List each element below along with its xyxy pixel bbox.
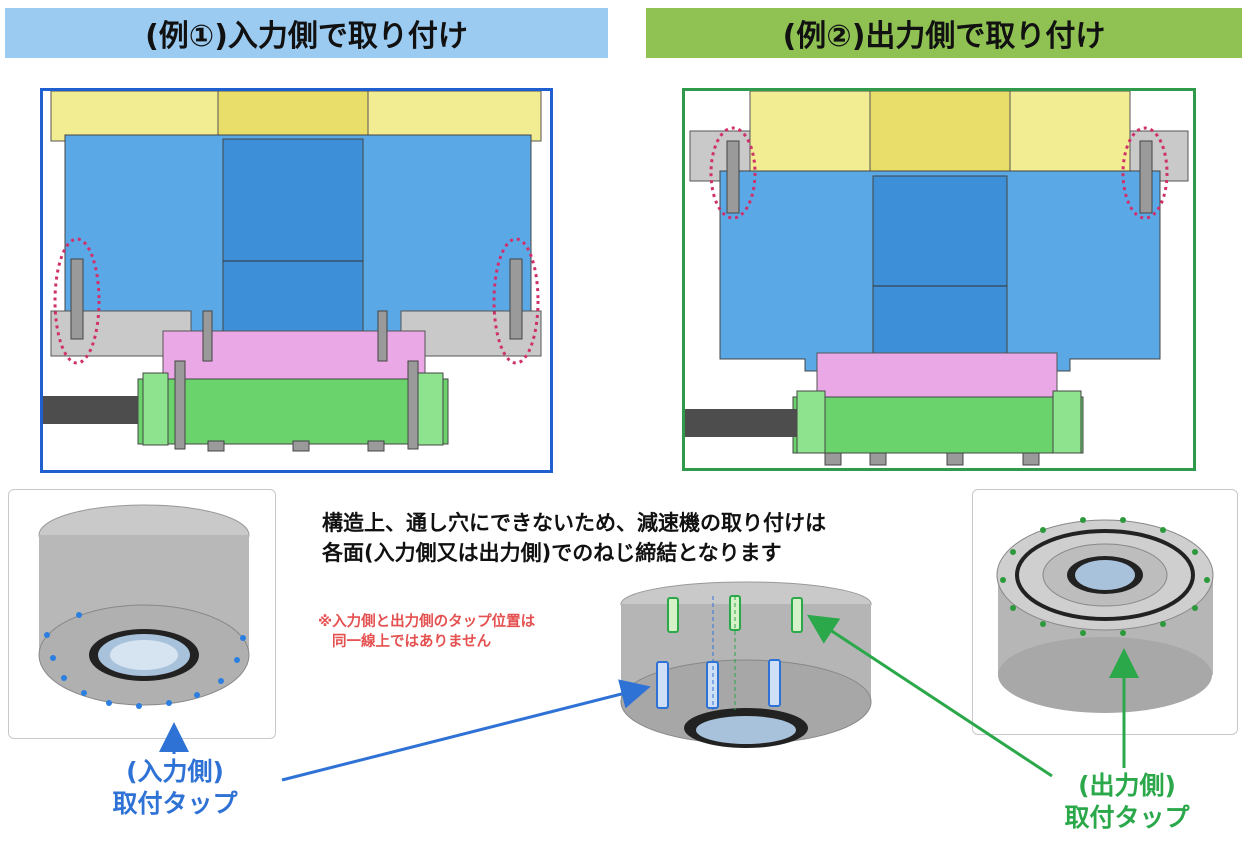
mounting-note-line1: 構造上、通し穴にできないため、減速機の取り付けは — [322, 511, 826, 535]
input-side-label-line1: (入力側) — [126, 757, 224, 786]
output-side-label-line1: (出力側) — [1078, 771, 1176, 800]
output-side-label-line2: 取付タップ — [1064, 803, 1190, 832]
mounting-note: 構造上、通し穴にできないため、減速機の取り付けは 各面(入力側又は出力側)でのね… — [322, 508, 826, 568]
output-side-cross-section — [682, 88, 1196, 471]
output-side-cross-section-drawing — [685, 91, 1189, 466]
input-side-cross-section — [40, 88, 553, 473]
input-side-label-line2: 取付タップ — [112, 789, 238, 818]
input-side-cross-section-drawing — [43, 91, 542, 452]
example1-title: (例①)入力側で取り付け — [145, 19, 468, 54]
example1-header: (例①)入力側で取り付け — [5, 8, 608, 58]
example2-title: (例②)出力側で取り付け — [782, 19, 1106, 54]
example2-header: (例②)出力側で取り付け — [646, 8, 1242, 58]
output-side-gearbox-photo — [972, 489, 1238, 735]
warning-line2: 同一線上ではありません — [332, 634, 492, 650]
tap-position-warning: ※入力側と出力側のタップ位置は 同一線上ではありません — [318, 612, 535, 652]
warning-line1: ※入力側と出力側のタップ位置は — [318, 614, 536, 630]
input-side-gearbox-photo — [8, 489, 276, 739]
input-side-gearbox-render — [38, 504, 250, 709]
center-gearbox-render — [620, 581, 872, 748]
input-side-tap-label: (入力側) 取付タップ — [100, 756, 250, 820]
input-tap-arrow-center — [281, 679, 651, 782]
output-side-tap-label: (出力側) 取付タップ — [1052, 770, 1202, 834]
output-side-gearbox-render — [996, 517, 1214, 713]
mounting-note-line2: 各面(入力側又は出力側)でのねじ締結となります — [322, 541, 782, 565]
